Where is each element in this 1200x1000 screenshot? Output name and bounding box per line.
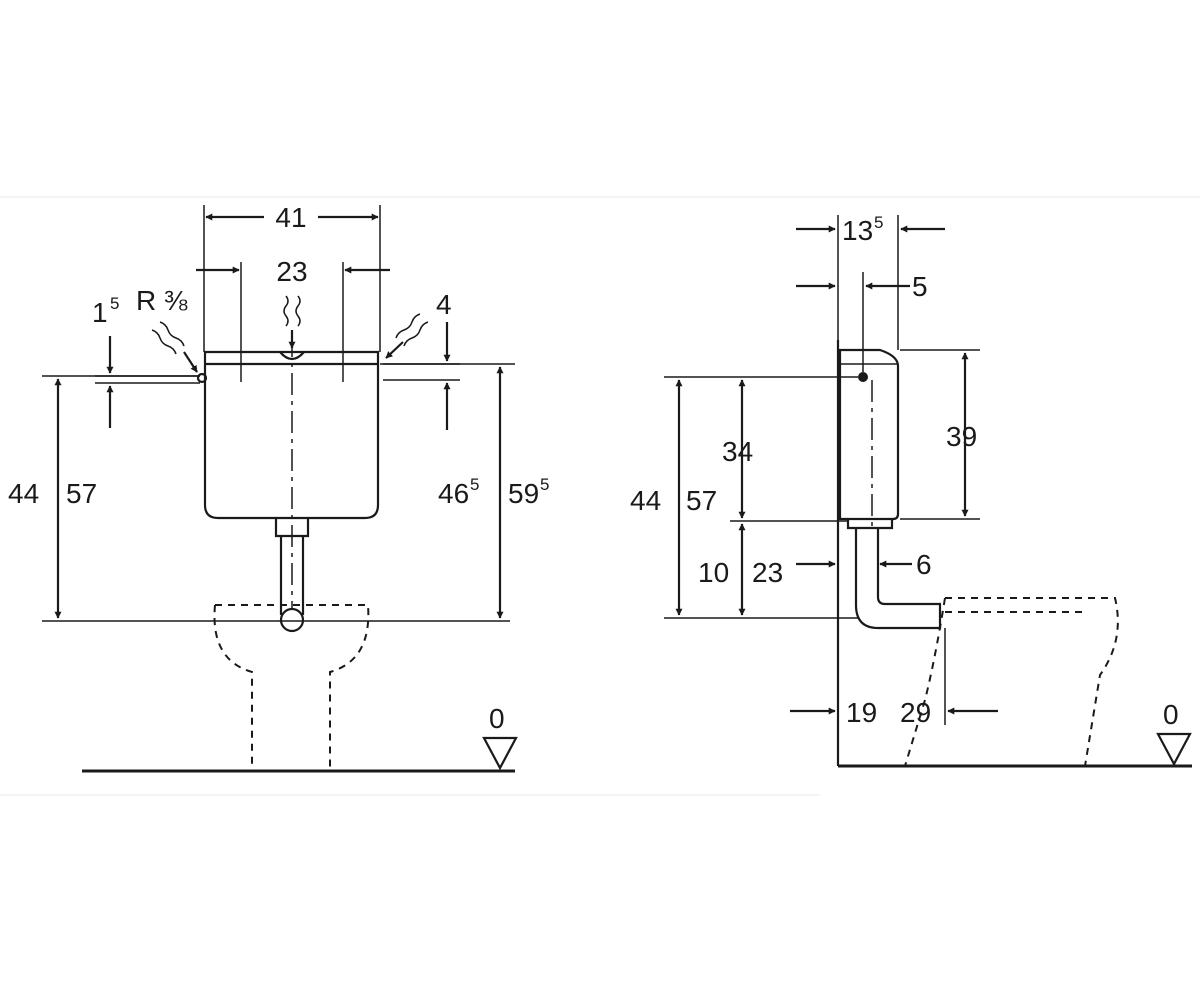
- front-height-top-b: 59: [508, 478, 539, 509]
- front-inlet-connector: [196, 372, 208, 384]
- side-depth-sup: 5: [874, 213, 883, 232]
- side-wall-distance-b: 29: [900, 697, 931, 728]
- side-wall-distance-a: 19: [846, 697, 877, 728]
- front-pipe-end: [279, 607, 305, 633]
- front-floor-level: 0: [489, 703, 505, 734]
- side-inlet-offset: 5: [912, 271, 928, 302]
- front-offset-right: 4: [436, 289, 452, 320]
- side-height-b: 57: [686, 485, 717, 516]
- side-lower-b: 23: [752, 557, 783, 588]
- side-height-a: 44: [630, 485, 661, 516]
- side-floor-level: 0: [1163, 699, 1179, 730]
- front-width-top: 41: [275, 202, 306, 233]
- front-height-top-b-sup: 5: [540, 475, 549, 494]
- front-thread: R ⅜: [136, 285, 188, 316]
- side-tank-height: 39: [946, 421, 977, 452]
- front-water-arrow-top: [283, 295, 301, 327]
- front-cistern-body: [203, 350, 380, 520]
- front-flush-button: [279, 351, 305, 361]
- side-inlet-above-base: 34: [722, 436, 753, 467]
- side-cistern-base: [846, 519, 894, 530]
- front-height-top-a: 46: [438, 478, 469, 509]
- front-toilet-bowl: [213, 604, 370, 770]
- front-inner-width: 23: [276, 256, 307, 287]
- front-flush-pipe: [274, 518, 310, 615]
- front-height-inlet-b: 57: [66, 478, 97, 509]
- front-height-inlet-a: 44: [8, 478, 39, 509]
- front-height-top-a-sup: 5: [470, 475, 479, 494]
- front-view: 41 23 1 5 R ⅜ 4 44 57: [8, 202, 549, 773]
- side-pipe-offset: 6: [916, 549, 932, 580]
- front-water-arrow-left: [151, 321, 185, 355]
- side-lower-a: 10: [698, 557, 729, 588]
- side-depth: 13: [842, 215, 873, 246]
- side-flush-pipe: [854, 528, 942, 630]
- front-level-marker: [482, 736, 518, 771]
- side-toilet-bowl: [904, 597, 1119, 767]
- front-water-arrow-right: [395, 313, 429, 347]
- front-offset-left: 1: [92, 297, 108, 328]
- side-cistern-body: [838, 348, 900, 521]
- side-view: 13 5 5 39 34 44 57 10 23 6 19: [630, 213, 1192, 768]
- side-inlet-connector: [858, 372, 868, 382]
- side-level-marker: [1156, 732, 1192, 767]
- front-offset-left-sup: 5: [110, 294, 119, 313]
